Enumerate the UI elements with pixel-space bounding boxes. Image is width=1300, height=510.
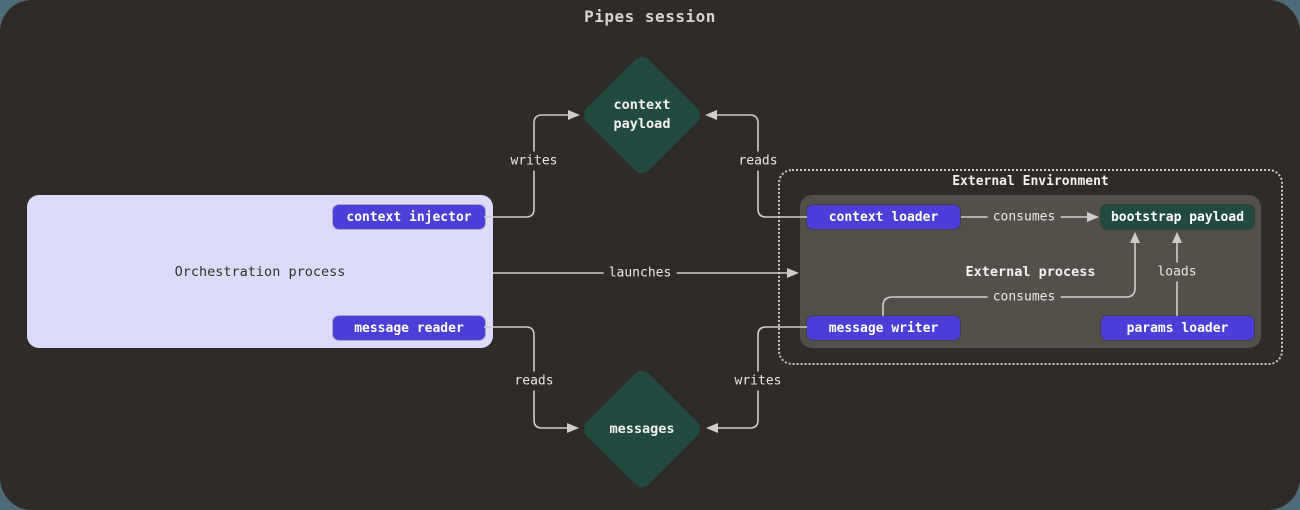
context-loader-node: context loader: [807, 205, 960, 229]
external-environment-box: External Environment External process co…: [778, 169, 1283, 365]
bootstrap-payload-node: bootstrap payload: [1101, 205, 1254, 229]
edge-label-consumes-top: consumes: [987, 207, 1061, 227]
context-injector-node: context injector: [333, 205, 485, 229]
edge-label-reads-top: reads: [733, 151, 783, 171]
message-writer-node: message writer: [807, 316, 960, 340]
edge-label-loads: loads: [1152, 262, 1202, 282]
edge-label-writes-bottom: writes: [729, 371, 787, 391]
diagram-title: Pipes session: [584, 7, 716, 26]
messages-label: messages: [609, 420, 675, 437]
message-reader-node: message reader: [333, 316, 485, 340]
orchestration-process-box: Orchestration process context injector m…: [27, 195, 493, 348]
orchestration-process-label: Orchestration process: [174, 263, 346, 280]
edge-label-writes-top: writes: [505, 151, 563, 171]
context-payload-label: context payload: [613, 97, 671, 132]
edge-label-launches: launches: [603, 263, 677, 283]
edge-label-consumes-bottom: consumes: [987, 287, 1061, 307]
external-environment-label: External Environment: [952, 174, 1109, 189]
params-loader-node: params loader: [1101, 316, 1254, 340]
edge-label-reads-bottom: reads: [509, 371, 559, 391]
